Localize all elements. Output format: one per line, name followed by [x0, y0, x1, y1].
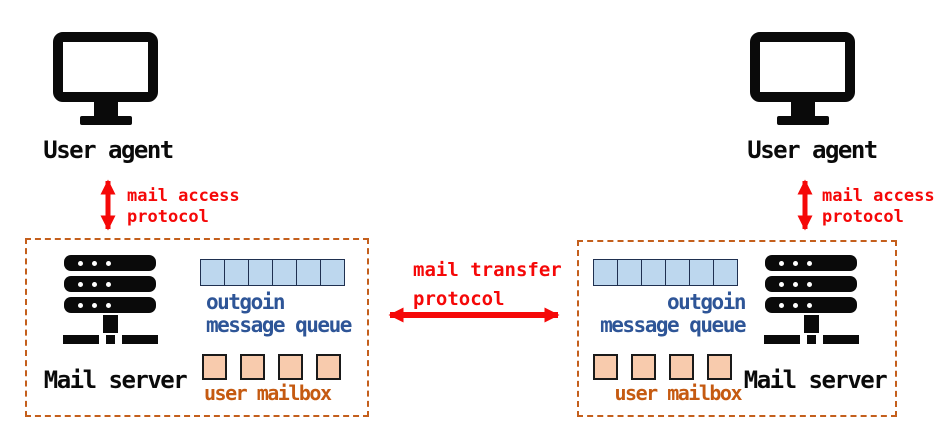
mailbox-cell — [707, 354, 732, 380]
mailbox-cell — [202, 354, 227, 380]
outgoing-message-queue-label-right: outgoin message queue — [600, 290, 746, 337]
server-bar — [64, 276, 156, 292]
queue-cell — [296, 259, 321, 286]
mailbox-cell — [240, 354, 265, 380]
queue-cell — [224, 259, 249, 286]
server-bar — [765, 255, 857, 271]
queue-cell — [617, 259, 642, 286]
queue-cell — [689, 259, 714, 286]
monitor-screen — [750, 32, 855, 102]
queue-cell — [200, 259, 225, 286]
queue-cell — [320, 259, 345, 286]
queue-cell — [713, 259, 738, 286]
mail-access-protocol-label-left: mail access protocol — [127, 186, 240, 227]
user-mailbox-label-left: user mailbox — [204, 381, 332, 405]
server-icon-left — [62, 255, 158, 344]
server-icon-right — [763, 255, 859, 344]
user-agent-label-right: User agent — [747, 136, 878, 164]
user-agent-label-left: User agent — [43, 136, 174, 164]
user-mailbox-label-right: user mailbox — [614, 381, 743, 405]
mail-access-protocol-label-right: mail access protocol — [822, 186, 935, 227]
server-base — [62, 335, 158, 344]
queue-cell — [593, 259, 618, 286]
server-bar — [64, 255, 156, 271]
mail-server-label-left: Mail server — [43, 366, 188, 394]
server-bar — [765, 276, 857, 292]
queue-cell — [272, 259, 297, 286]
monitor-base — [776, 116, 829, 125]
user-agent-monitor-icon-left — [53, 32, 158, 125]
outgoing-message-queue-right — [593, 259, 738, 286]
server-bar — [64, 297, 156, 313]
queue-cell — [248, 259, 273, 286]
user-mailbox-left — [202, 354, 341, 380]
mail-server-label-right: Mail server — [743, 366, 888, 394]
user-agent-monitor-icon-right — [750, 32, 855, 125]
user-mailbox-right — [593, 354, 732, 380]
server-stem — [102, 315, 118, 333]
server-base — [763, 335, 859, 344]
queue-cell — [641, 259, 666, 286]
outgoing-message-queue-left — [200, 259, 345, 286]
monitor-screen — [53, 32, 158, 102]
mailbox-cell — [669, 354, 694, 380]
monitor-base — [79, 116, 132, 125]
mailbox-cell — [316, 354, 341, 380]
mailbox-cell — [278, 354, 303, 380]
server-stem — [803, 315, 819, 333]
queue-cell — [665, 259, 690, 286]
mailbox-cell — [631, 354, 656, 380]
mailbox-cell — [593, 354, 618, 380]
mail-transfer-protocol-label: mail transfer protocol — [413, 259, 562, 310]
server-bar — [765, 297, 857, 313]
monitor-neck — [790, 102, 815, 116]
outgoing-message-queue-label-left: outgoin message queue — [206, 290, 352, 337]
mail-server-box-right — [577, 240, 897, 417]
mail-server-box-left — [25, 238, 369, 417]
monitor-neck — [93, 102, 118, 116]
